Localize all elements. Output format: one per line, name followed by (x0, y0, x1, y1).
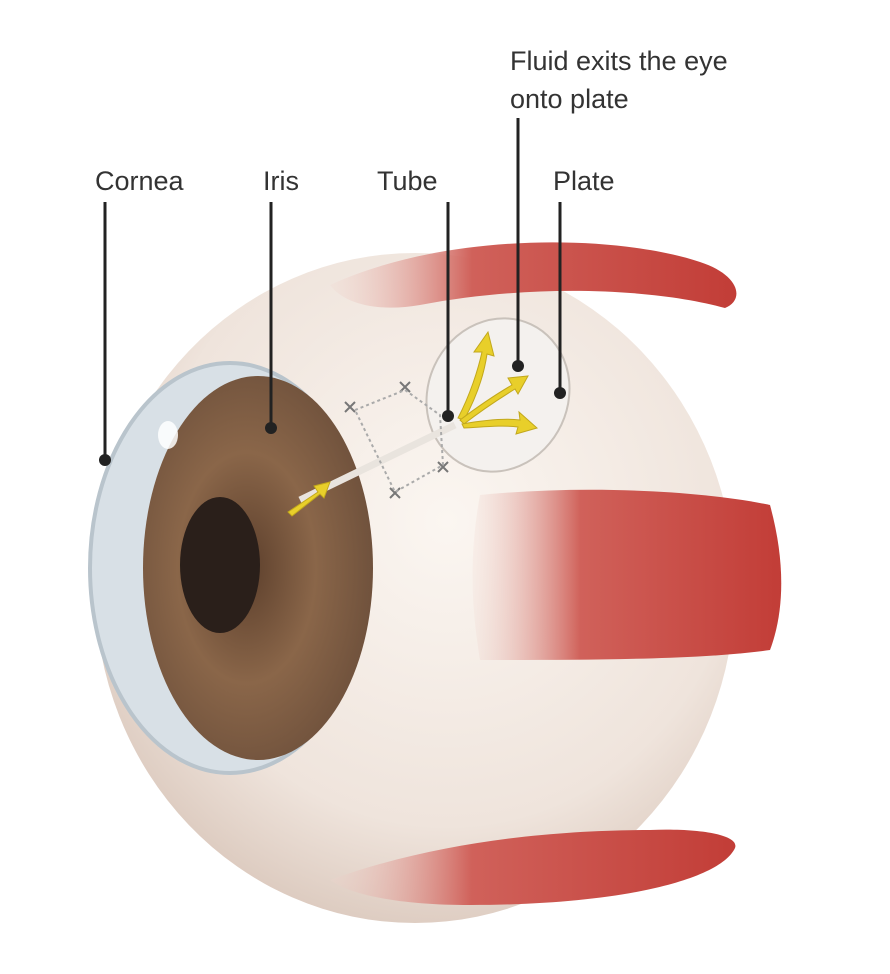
pupil (180, 497, 260, 633)
fluid-flow-arrows (287, 330, 539, 517)
label-cornea: Cornea (95, 166, 185, 196)
label-plate: Plate (553, 166, 615, 196)
cornea-dot (99, 454, 111, 466)
tube-dot (442, 410, 454, 422)
iris-dot (265, 422, 277, 434)
lateral-muscle (472, 489, 782, 660)
label-fluid-line2: onto plate (510, 84, 629, 114)
plate-dot (554, 387, 566, 399)
label-fluid-line1: Fluid exits the eye (510, 46, 728, 76)
superior-muscle (330, 242, 737, 308)
suture-marks (344, 381, 449, 499)
label-iris: Iris (263, 166, 299, 196)
inferior-muscle (330, 829, 736, 905)
fluid-dot (512, 360, 524, 372)
leader-lines (103, 118, 562, 458)
label-tube: Tube (377, 166, 438, 196)
cornea-highlight (158, 421, 178, 449)
